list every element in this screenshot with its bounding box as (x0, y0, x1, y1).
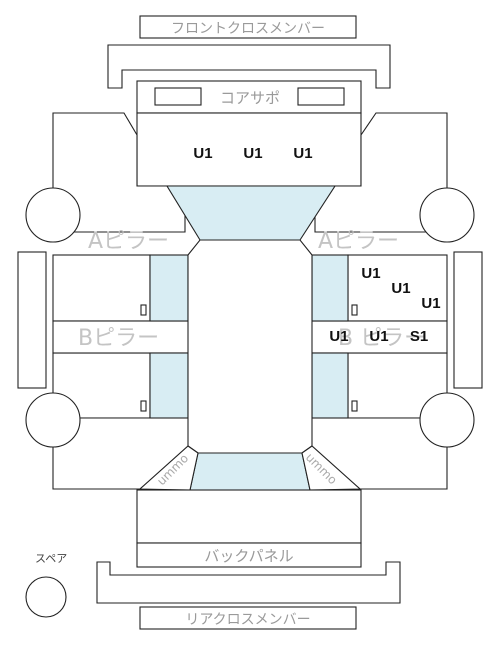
front-cross-member (107, 44, 391, 89)
b-pillar-left-label: Bピラー (78, 326, 159, 351)
left-side-sill (17, 251, 47, 389)
b-pillar-right-label: B ピラー (338, 326, 426, 351)
rear-window (189, 452, 311, 491)
right-front-window (311, 254, 349, 322)
back-panel (136, 542, 362, 568)
right-front-door (347, 254, 448, 322)
rear-cross-member-label: リアクロスメンバー (185, 612, 310, 628)
hood-damage-code-2: U1 (243, 145, 262, 162)
roof (187, 239, 313, 454)
a-pillar-right-label: Aピラー (318, 229, 399, 254)
left-rear-window (149, 352, 189, 419)
spare-label: スペア (35, 552, 67, 565)
rear-right-wheel (419, 392, 475, 448)
core-support-left-slot (154, 87, 202, 106)
windshield (166, 185, 337, 241)
right-front-door-handle (351, 304, 358, 316)
right-rear-window (311, 352, 349, 419)
hood-damage-code-1: U1 (193, 145, 212, 162)
rear-left-wheel (25, 392, 81, 448)
b-pillar-left (52, 320, 191, 354)
rear-cross-member (96, 561, 401, 604)
rear-cross-member-label-box (139, 606, 357, 630)
core-support-right-slot (297, 87, 345, 106)
right-front-door-code-2: U1 (391, 280, 410, 297)
core-support-label: コアサポ (220, 89, 280, 107)
trunk-lid (136, 489, 362, 544)
left-front-window (149, 254, 189, 322)
back-panel-label: バックパネル (204, 547, 293, 565)
spare-tire (25, 576, 67, 618)
hood-damage-code-3: U1 (293, 145, 312, 162)
right-front-door-code-3: U1 (421, 295, 440, 312)
right-front-door-code-1: U1 (361, 265, 380, 282)
right-b-pillar-code-2: U1 (369, 328, 388, 345)
left-front-door-handle (140, 304, 147, 316)
front-right-wheel (419, 187, 475, 243)
front-cross-member-label: フロントクロスメンバー (171, 21, 325, 37)
front-cross-member-label-box (139, 15, 357, 39)
left-rear-door-handle (140, 400, 147, 412)
right-side-sill (453, 251, 483, 389)
front-left-wheel (25, 187, 81, 243)
left-front-door (52, 254, 151, 322)
right-b-pillar-code-3: S1 (410, 328, 428, 345)
right-rear-door-handle (351, 400, 358, 412)
a-pillar-left-label: Aピラー (88, 229, 169, 254)
right-b-pillar-code-1: U1 (329, 328, 348, 345)
